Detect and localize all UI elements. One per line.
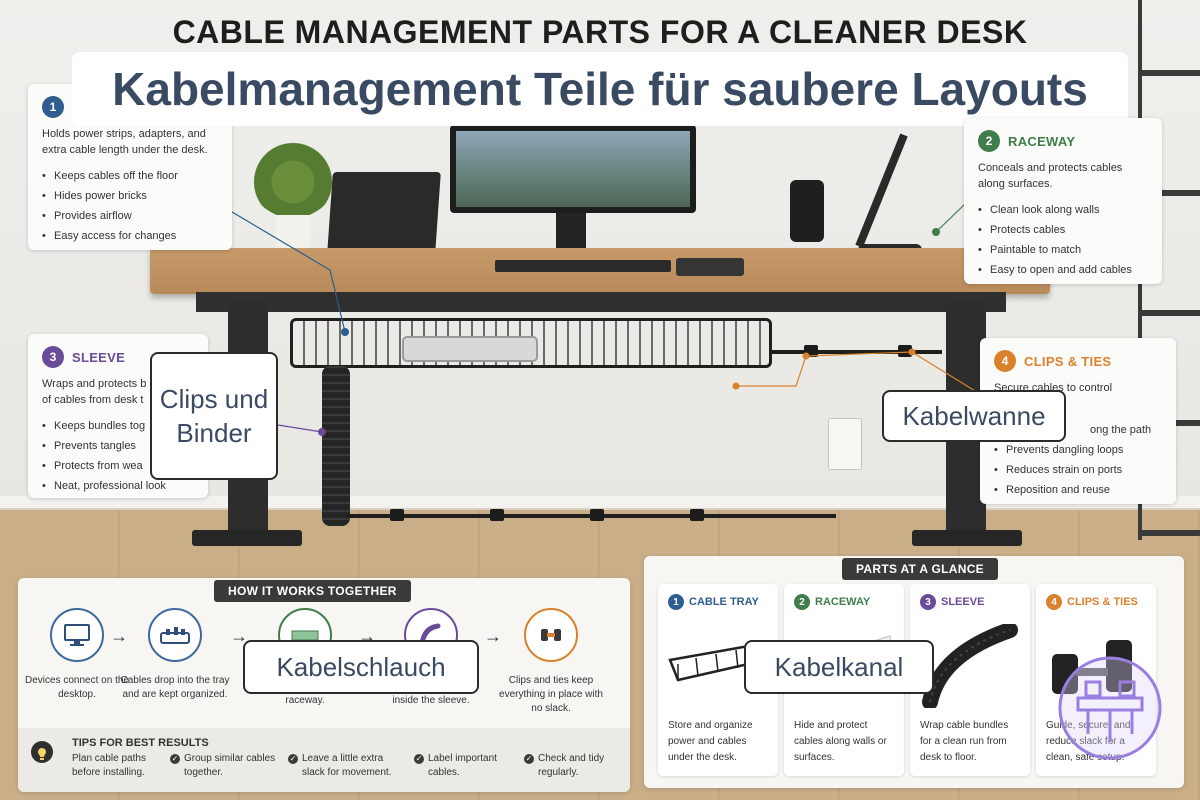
panel-title: HOW IT WORKS TOGETHER	[214, 580, 411, 602]
tips-section: TIPS FOR BEST RESULTS Plan cable paths b…	[18, 728, 630, 792]
arrow-right-icon: →	[484, 626, 502, 646]
step-item: Devices connect on the desktop.	[22, 608, 132, 702]
part-description: Hide and protect cables along walls or s…	[794, 720, 887, 763]
bullet-item: Keeps cables off the floor	[42, 166, 218, 186]
page-title: CABLE MANAGEMENT PARTS FOR A CLEANER DES…	[172, 14, 1028, 50]
desk-frame	[196, 292, 1006, 312]
number-badge: 4	[994, 350, 1016, 372]
translated-banner: Kabelmanagement Teile für saubere Layout…	[72, 52, 1128, 126]
part-title: SLEEVE	[941, 596, 985, 608]
card-description: Conceals and protects cables along surfa…	[978, 162, 1123, 190]
bullet-item: Keeps bundles tog	[42, 416, 194, 436]
lightbulb-icon	[31, 741, 53, 763]
desk-foot-left	[192, 530, 302, 546]
bullet-item: Neat, professional look	[42, 476, 194, 496]
card-title: CLIPS & TIES	[1024, 353, 1112, 369]
clip-icon	[590, 509, 604, 521]
step-text: raceway.	[285, 695, 325, 706]
check-icon: ✓	[170, 754, 180, 764]
number-badge: 1	[42, 96, 64, 118]
number-badge: 2	[978, 130, 1000, 152]
label-clips-und-binder: Clips und Binder	[150, 352, 278, 480]
tip-item: ✓ Label important cables.	[414, 753, 497, 778]
bullet-item: Reposition and reuse	[994, 480, 1162, 500]
tip-item: ✓ Check and tidy regularly.	[524, 753, 605, 778]
cable-sleeve-illustration	[322, 366, 350, 526]
part-title: RACEWAY	[815, 596, 871, 608]
card-bullets: Keeps cables off the floor Hides power b…	[42, 166, 218, 246]
arrow-right-icon: →	[230, 626, 248, 646]
phone-charger-icon	[790, 180, 824, 242]
step-text: Cables drop into the tray and are kept o…	[120, 675, 230, 700]
label-kabelkanal: Kabelkanal	[744, 640, 934, 694]
tray-icon	[148, 608, 202, 662]
clip-icon	[390, 509, 404, 521]
bullet-item: Paintable to match	[978, 240, 1148, 260]
bullet-item: Provides airflow	[42, 206, 218, 226]
part-title: CABLE TRAY	[689, 596, 759, 608]
bullet-item: Reduces strain on ports	[994, 460, 1162, 480]
check-icon: ✓	[414, 754, 424, 764]
clip-icon	[898, 345, 912, 357]
part-description: Wrap cable bundles for a clean run from …	[920, 720, 1009, 763]
label-kabelschlauch: Kabelschlauch	[243, 640, 479, 694]
bullet-item: Prevents tangles	[42, 436, 194, 456]
keyboard-icon	[495, 260, 671, 272]
wall-outlet-icon	[828, 418, 862, 470]
bullet-item: Prevents dangling loops	[994, 440, 1162, 460]
step-item: Cables drop into the tray and are kept o…	[120, 608, 230, 702]
clip-icon	[690, 509, 704, 521]
watermark-logo-icon	[1058, 656, 1162, 760]
tip-item: Plan cable paths before installing.	[72, 753, 146, 778]
clips-ties-icon	[1046, 624, 1146, 708]
monitor-icon	[50, 608, 104, 662]
monitor-icon	[450, 125, 696, 213]
card-bullets: Keeps bundles tog Prevents tangles Prote…	[42, 416, 194, 496]
tip-item: ✓ Leave a little extra slack for movemen…	[288, 753, 392, 778]
bullet-item: Hides power bricks	[42, 186, 218, 206]
bullet-item: Protects cables	[978, 220, 1148, 240]
card-title: RACEWAY	[1008, 133, 1076, 149]
label-kabelwanne: Kabelwanne	[882, 390, 1066, 442]
raceway-cable	[772, 350, 942, 354]
step-text: inside the sleeve.	[392, 695, 470, 706]
monitor-stand	[556, 213, 586, 249]
card-bullets: Clean look along walls Protects cables P…	[978, 200, 1148, 280]
card-description: Wraps and protects b of cables from desk…	[42, 378, 147, 406]
part-title: CLIPS & TIES	[1067, 596, 1138, 608]
card-clips-ties: 4 CLIPS & TIES Secure cables to control …	[980, 338, 1176, 504]
part-description: Store and organize power and cables unde…	[668, 720, 753, 763]
arrow-right-icon: →	[110, 626, 128, 646]
plant-icon	[248, 128, 338, 218]
card-description: Holds power strips, adapters, and extra …	[42, 128, 208, 156]
step-text: Clips and ties keep everything in place …	[499, 675, 603, 714]
check-icon: ✓	[524, 754, 534, 764]
step-item: Clips and ties keep everything in place …	[496, 608, 606, 716]
bullet-item: Easy access for changes	[42, 226, 218, 246]
sleeve-icon	[920, 622, 1020, 710]
check-icon: ✓	[288, 754, 298, 764]
step-text: Devices connect on the desktop.	[25, 675, 129, 700]
panel-title: PARTS AT A GLANCE	[842, 558, 998, 580]
mouse-icon	[676, 258, 744, 276]
card-title: SLEEVE	[72, 349, 126, 365]
tips-title: TIPS FOR BEST RESULTS	[72, 737, 209, 749]
clip-icon	[490, 509, 504, 521]
card-raceway: 2 RACEWAY Conceals and protects cables a…	[964, 118, 1162, 284]
clip-icon	[524, 608, 578, 662]
bullet-item: Protects from wea	[42, 456, 194, 476]
desk-foot-right	[912, 530, 1022, 546]
bullet-item: Clean look along walls	[978, 200, 1148, 220]
tip-item: ✓ Group similar cables together.	[170, 753, 276, 778]
bullet-item: Easy to open and add cables	[978, 260, 1148, 280]
number-badge: 3	[42, 346, 64, 368]
power-strip-icon	[402, 336, 538, 362]
